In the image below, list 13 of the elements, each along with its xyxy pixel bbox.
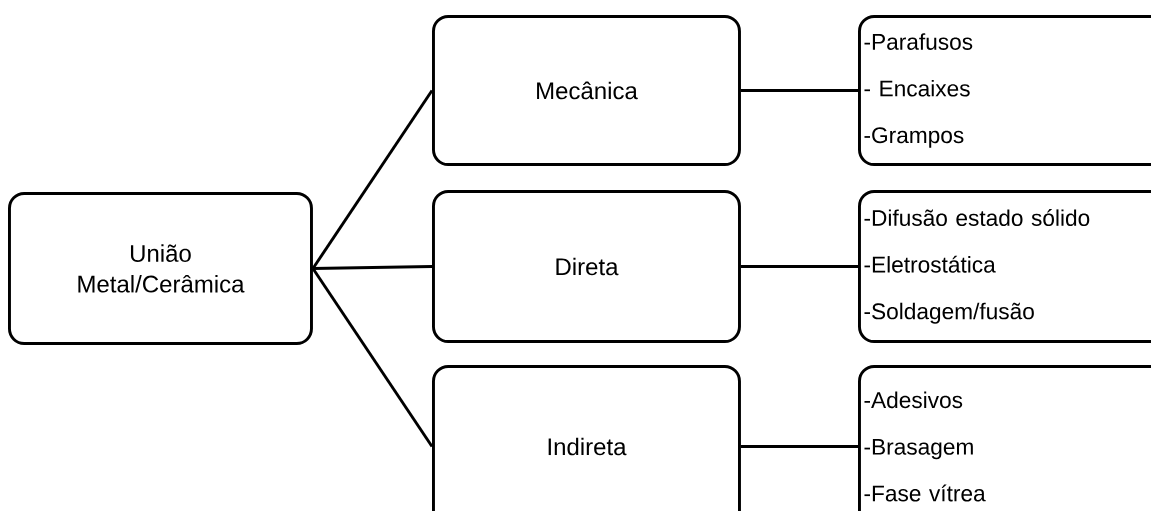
category-box: Direta [432,190,741,343]
connector-line [311,89,434,270]
category-box: Indireta [432,365,741,511]
root-box: União Metal/Cerâmica [8,192,313,345]
connector-line [311,267,434,448]
connector-line [740,445,858,448]
connector-line [312,265,433,270]
category-box: Mecânica [432,15,741,166]
list-box: -Difusão estado sólido -Eletrostática -Soldagem/fusão [858,190,1151,343]
connector-line [740,89,858,92]
list-box: -Parafusos - Encaixes -Grampos [858,15,1151,166]
list-box: -Adesivos -Brasagem -Fase vítrea [858,365,1151,511]
connector-line [740,265,858,268]
